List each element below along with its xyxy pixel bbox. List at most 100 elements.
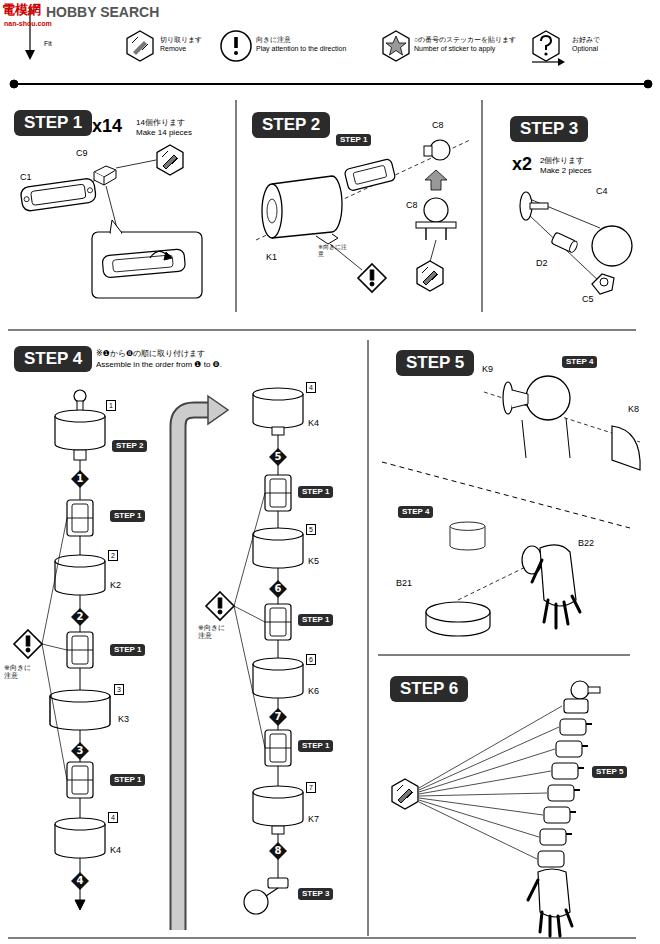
- part-label: C1: [20, 172, 32, 182]
- part-label: B22: [578, 538, 594, 548]
- node-text: STEP 6: [400, 679, 458, 698]
- step-badge: STEP 1: [110, 774, 145, 786]
- part-label: K5: [308, 556, 319, 566]
- sticker-tag: 3: [114, 684, 124, 695]
- part-label: K9: [482, 364, 493, 374]
- node-text: 5: [309, 526, 313, 533]
- node-text: 3: [117, 686, 121, 693]
- watermark: nan-shou.com: [4, 20, 52, 28]
- part-label: K4: [308, 418, 319, 428]
- step2-art: [256, 140, 470, 292]
- part-label: ○の番号のステッカーを貼ります: [414, 36, 516, 44]
- order-diamond: 8: [269, 842, 287, 860]
- part-label: ※❶から❽の順に取り付けます: [96, 349, 205, 358]
- order-diamond: 2: [71, 608, 89, 626]
- part-label: C4: [596, 186, 608, 196]
- step6-art: [392, 681, 600, 936]
- sticker-tag: 2: [108, 550, 118, 561]
- step-badge: STEP 1: [298, 740, 333, 752]
- node-text: STEP 5: [596, 767, 623, 776]
- part-label: ※向きに注意: [4, 664, 36, 680]
- node-text: STEP 1: [24, 113, 82, 132]
- node-text: 6: [269, 580, 287, 598]
- node-text: 4: [71, 872, 89, 890]
- node-text: STEP 1: [302, 741, 329, 750]
- order-diamond: 1: [71, 470, 89, 488]
- step-badge: STEP 1: [110, 644, 145, 656]
- sticker-tag: 4: [108, 812, 118, 823]
- step-header: STEP 3: [510, 116, 588, 142]
- part-label: K1: [266, 252, 277, 262]
- part-label: ※向きに注意: [318, 244, 348, 258]
- step-badge: STEP 4: [562, 356, 597, 368]
- step4-right-art: [206, 388, 303, 914]
- node-text: 7: [269, 708, 287, 726]
- part-label: Number of sticker to apply: [414, 45, 495, 53]
- part-label: K4: [110, 845, 121, 855]
- step-badge: STEP 4: [398, 506, 433, 518]
- step-badge: STEP 1: [298, 486, 333, 498]
- step-badge: STEP 2: [112, 440, 147, 452]
- part-label: C5: [582, 294, 594, 304]
- node-text: 4: [309, 384, 313, 391]
- node-text: 8: [269, 842, 287, 860]
- step-badge: STEP 1: [298, 614, 333, 626]
- step-badge: STEP 1: [336, 134, 371, 146]
- step-header: STEP 1: [14, 110, 92, 136]
- order-diamond: 6: [269, 580, 287, 598]
- node-text: STEP 4: [402, 507, 429, 516]
- node-text: STEP 2: [116, 441, 143, 450]
- sticker-tag: 6: [306, 654, 316, 665]
- flow-arrow: [178, 396, 228, 930]
- node-text: STEP 1: [114, 775, 141, 784]
- node-text: 2: [71, 608, 89, 626]
- part-label: K7: [308, 814, 319, 824]
- node-text: 7: [309, 784, 313, 791]
- node-text: STEP 1: [114, 511, 141, 520]
- part-label: K6: [308, 686, 319, 696]
- node-text: 1: [71, 470, 89, 488]
- node-text: STEP 3: [302, 889, 329, 898]
- node-text: 5: [269, 448, 287, 466]
- step-badge: STEP 3: [298, 888, 333, 900]
- step-header: STEP 5: [396, 350, 474, 376]
- sticker-tag: 4: [306, 382, 316, 393]
- part-label: 2個作ります: [540, 156, 584, 165]
- part-label: K8: [628, 404, 639, 414]
- order-diamond: 4: [71, 872, 89, 890]
- node-text: 2: [111, 552, 115, 559]
- part-label: Play attention to the direction: [256, 45, 346, 53]
- quantity-mark: x14: [92, 116, 122, 137]
- step-badge: STEP 1: [110, 510, 145, 522]
- node-text: STEP 2: [262, 115, 320, 134]
- part-label: Optional: [572, 45, 598, 53]
- step-header: STEP 6: [390, 676, 468, 702]
- part-label: Fit: [44, 40, 52, 48]
- step-header: STEP 4: [14, 346, 92, 372]
- part-label: Remove: [160, 45, 186, 53]
- step-header: STEP 2: [252, 112, 330, 138]
- node-text: STEP 1: [340, 135, 367, 144]
- part-label: C8: [432, 120, 444, 130]
- step-badge: STEP 5: [592, 766, 627, 778]
- watermark: HOBBY SEARCH: [46, 4, 159, 20]
- step5-art: [426, 376, 640, 636]
- node-text: STEP 1: [302, 487, 329, 496]
- part-label: K2: [110, 580, 121, 590]
- node-text: 3: [71, 742, 89, 760]
- part-label: C8: [406, 200, 418, 210]
- node-text: STEP 4: [24, 349, 82, 368]
- part-label: B21: [396, 578, 412, 588]
- node-text: STEP 1: [302, 615, 329, 624]
- part-label: ※向きに注意: [198, 624, 230, 640]
- step1-art: [20, 145, 202, 298]
- node-text: 4: [111, 814, 115, 821]
- part-label: 切り取ります: [160, 36, 202, 44]
- part-label: 向きに注意: [256, 36, 291, 44]
- sticker-tag: 7: [306, 782, 316, 793]
- sticker-tag: 5: [306, 524, 316, 535]
- order-diamond: 5: [269, 448, 287, 466]
- node-text: STEP 5: [406, 353, 464, 372]
